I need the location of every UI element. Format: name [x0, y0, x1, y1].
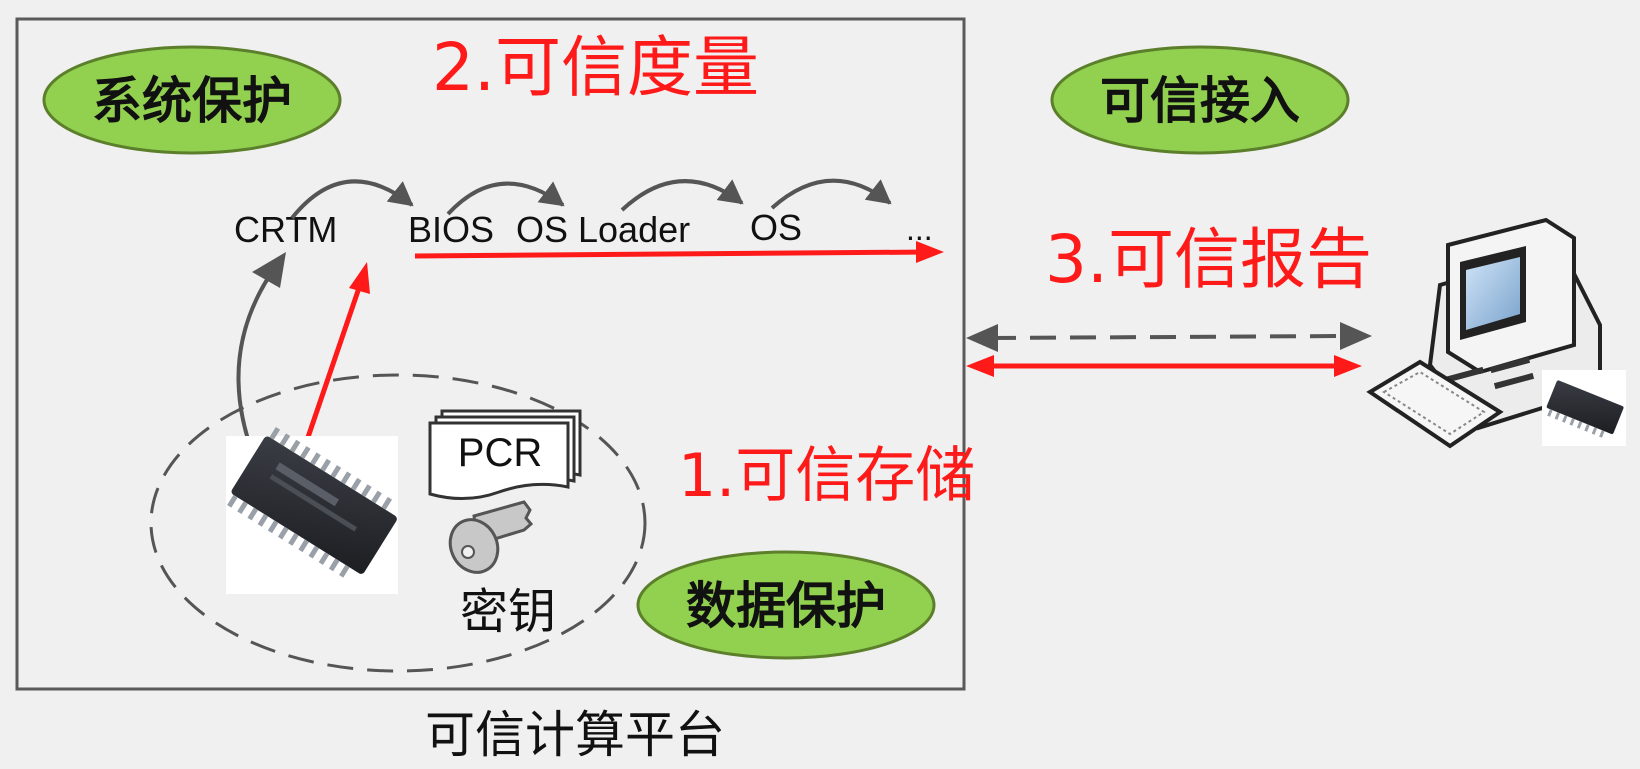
boot-item-bios: BIOS — [408, 209, 494, 250]
chip-measure-arrow — [302, 284, 363, 447]
system-protection-label: 系统保护 — [92, 72, 292, 130]
report-red-arrowhead-left — [966, 355, 994, 377]
measurement-chain-arrowhead — [916, 241, 944, 263]
boot-item-os-loader: OS Loader — [516, 209, 690, 250]
boot-transfer-arrow-2 — [446, 181, 565, 216]
report-red-arrowhead-right — [1334, 355, 1362, 377]
key-label: 密钥 — [460, 584, 556, 640]
trusted-report-label: 3.可信报告 — [1045, 221, 1372, 298]
report-dashed-arrowhead-right — [1340, 322, 1372, 350]
pcr-document-icon — [428, 409, 582, 501]
data-protection-oval: 数据保护 — [636, 550, 936, 660]
report-dashed-arrowhead-left — [966, 324, 998, 352]
chip-to-crtm-arrowhead — [252, 252, 286, 288]
boot-item-ellipsis: ... — [906, 211, 933, 247]
boot-transfer-arrow-3 — [620, 179, 744, 212]
client-tpm-chip-icon — [1542, 370, 1626, 446]
report-dashed-arrow — [989, 334, 1347, 340]
boot-item-crtm: CRTM — [234, 209, 337, 250]
trusted-measurement-label: 2.可信度量 — [432, 29, 759, 106]
trusted-storage-label: 1.可信存储 — [678, 441, 975, 511]
measurement-chain-arrow — [414, 249, 931, 259]
data-protection-label: 数据保护 — [686, 577, 886, 635]
pcr-label: PCR — [458, 431, 542, 475]
platform-caption: 可信计算平台 — [425, 706, 725, 764]
trusted-access-label: 可信接入 — [1100, 72, 1300, 130]
key-icon — [448, 500, 534, 574]
chip-measure-arrowhead — [349, 262, 370, 294]
trusted-access-oval: 可信接入 — [1050, 45, 1350, 155]
system-protection-oval: 系统保护 — [42, 45, 342, 155]
keyboard-icon — [1366, 359, 1504, 449]
tpm-boundary — [149, 373, 647, 673]
tpm-chip-icon — [226, 426, 398, 594]
boot-transfer-arrow-1 — [290, 179, 414, 220]
boot-transfer-arrow-4 — [770, 178, 892, 210]
boot-item-os: OS — [750, 207, 802, 248]
